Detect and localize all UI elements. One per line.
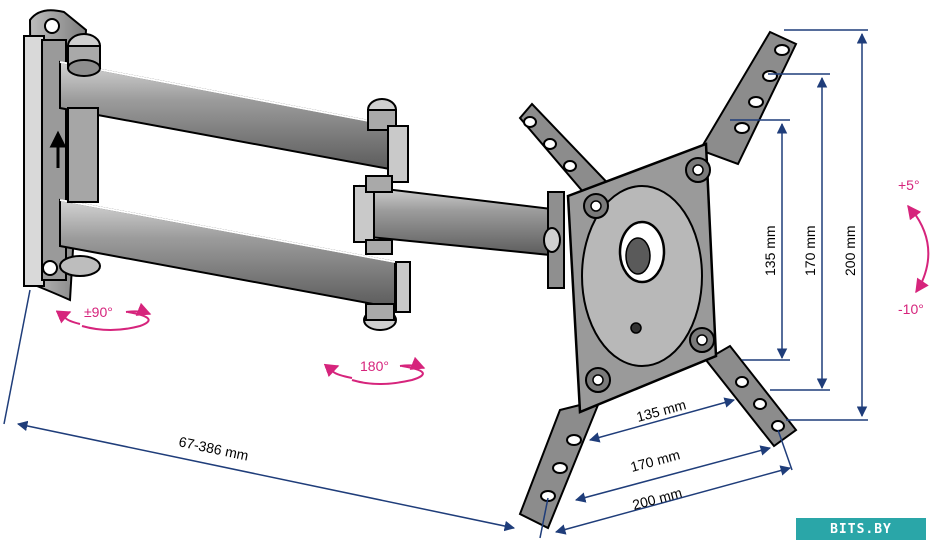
vesa-horizontal-dimensions bbox=[554, 397, 793, 535]
vesa-vertical-dimensions bbox=[730, 29, 868, 421]
reach-dimension bbox=[3, 289, 549, 539]
tilt-up-label: +5° bbox=[898, 177, 920, 193]
vesa-v-large-label: 200 mm bbox=[842, 225, 858, 276]
vesa-v-mid-label: 170 mm bbox=[802, 225, 818, 276]
swivel-arm-label: 180° bbox=[360, 358, 389, 374]
swivel-wall-arrow bbox=[55, 302, 152, 331]
vesa-v-small-label: 135 mm bbox=[762, 225, 778, 276]
swivel-arm-arrow bbox=[323, 356, 426, 385]
vesa-h-large-label: 200 mm bbox=[631, 484, 684, 513]
watermark-logo: BITS.BY bbox=[796, 518, 926, 540]
upper-arm bbox=[59, 33, 409, 183]
vesa-plate bbox=[518, 30, 798, 530]
lower-arm bbox=[59, 198, 411, 331]
swivel-wall-label: ±90° bbox=[84, 304, 113, 320]
tilt-down-label: -10° bbox=[898, 301, 924, 317]
wall-pivot-column bbox=[67, 107, 99, 203]
tilt-arrow bbox=[907, 204, 930, 294]
vesa-h-mid-label: 170 mm bbox=[629, 446, 682, 475]
up-arrow-icon bbox=[49, 130, 67, 168]
front-arm bbox=[353, 175, 565, 289]
